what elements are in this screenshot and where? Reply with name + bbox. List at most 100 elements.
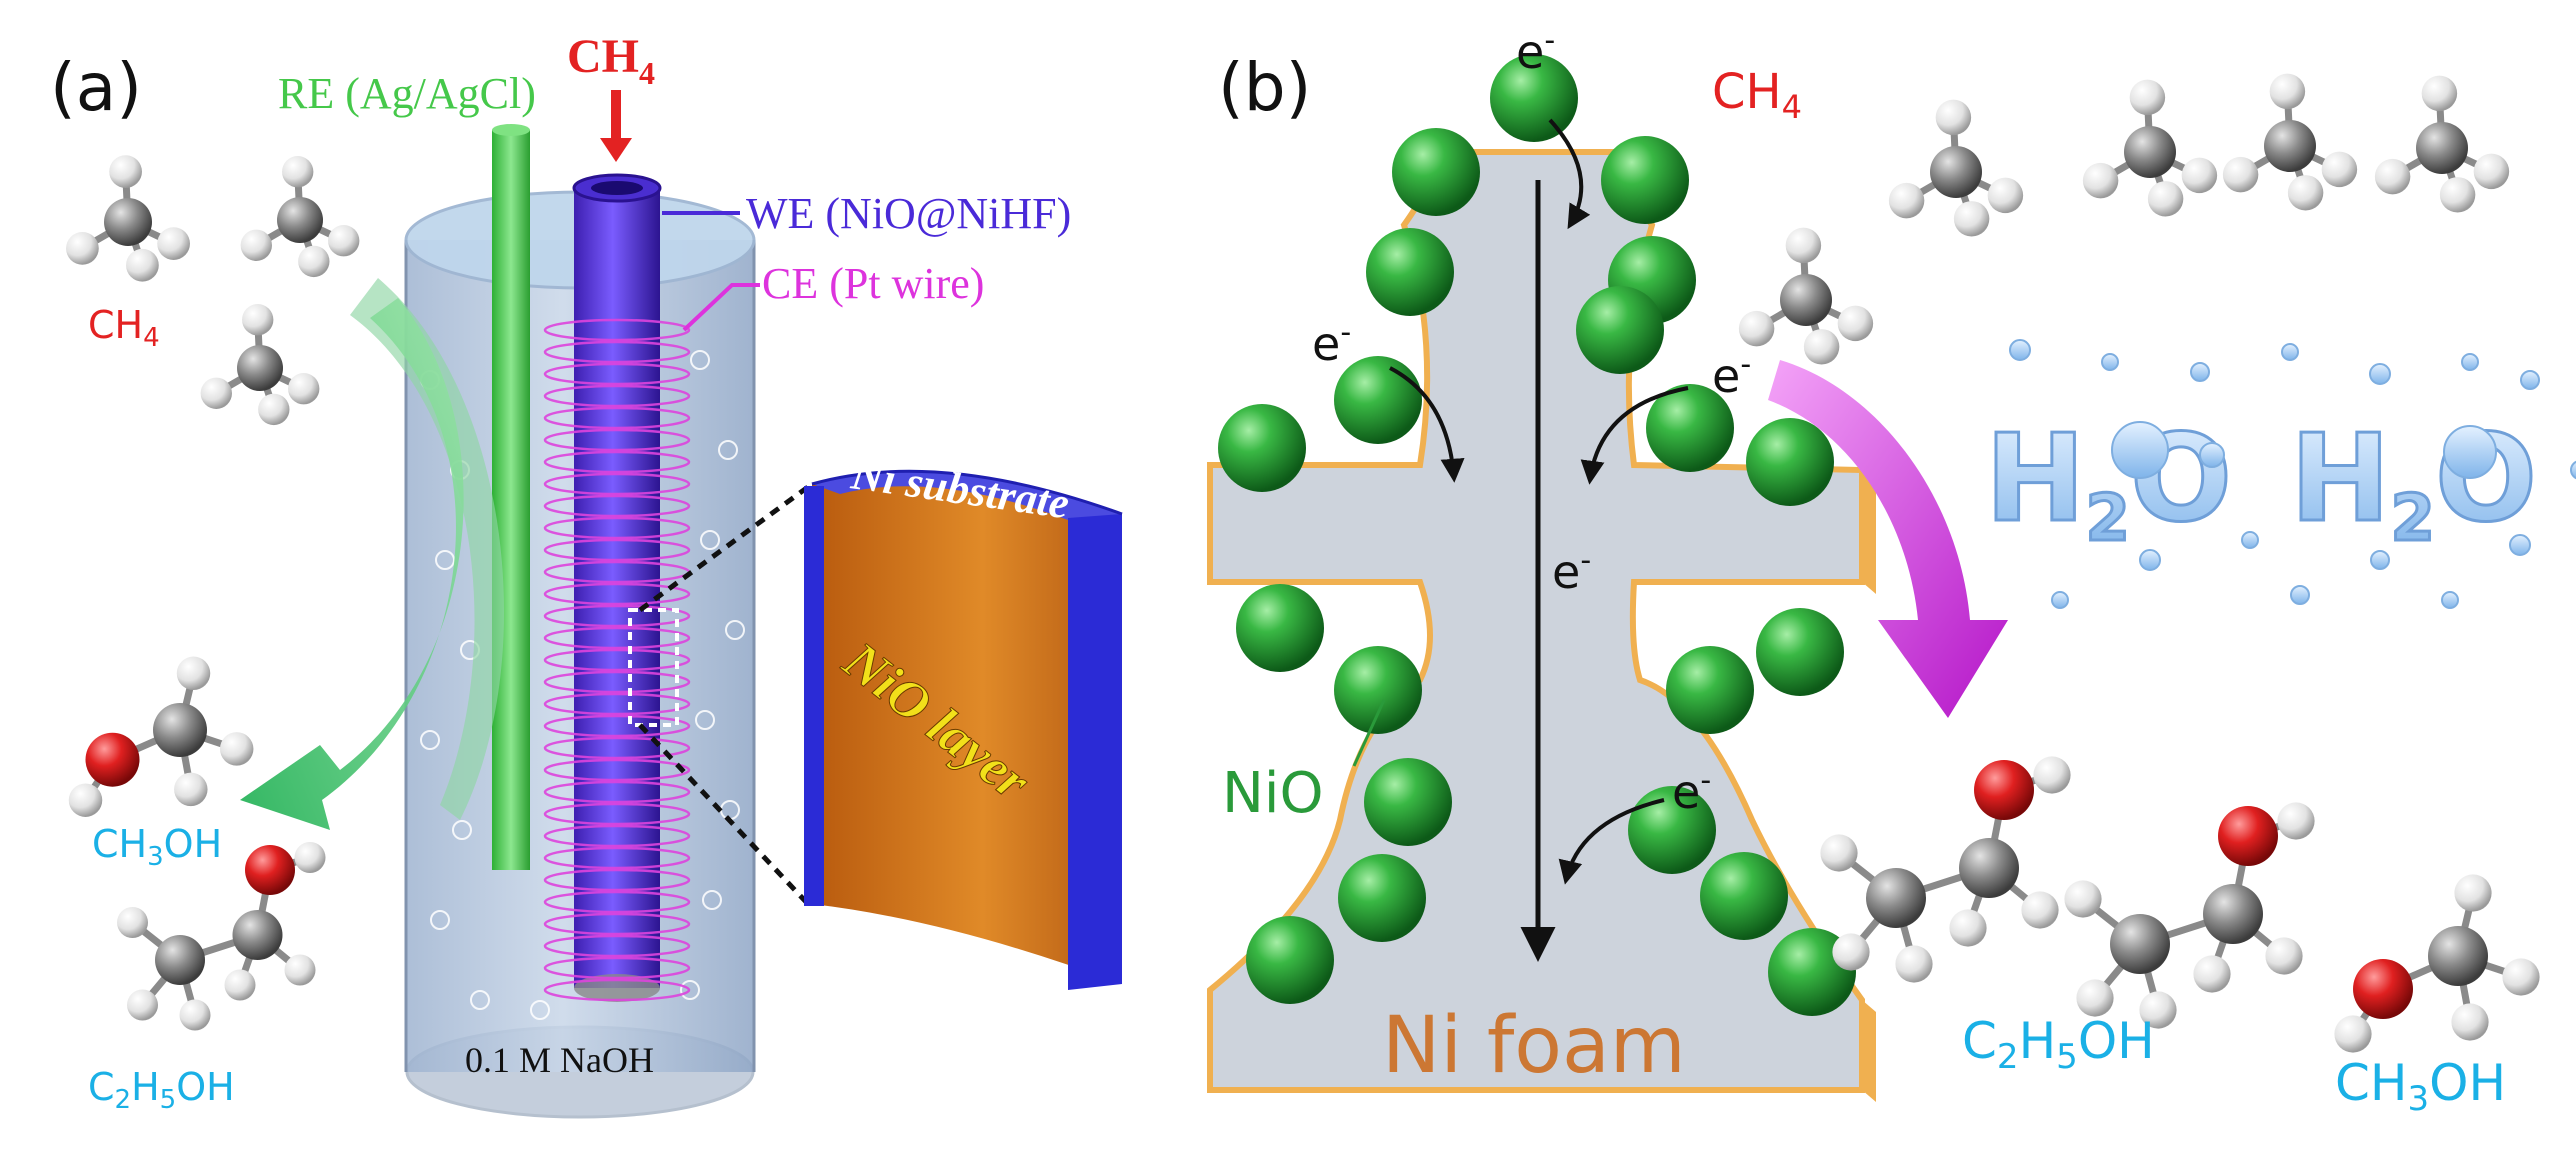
nio-sphere	[1666, 646, 1754, 734]
nio-sphere	[1236, 584, 1324, 672]
hydrogen-atom	[2287, 175, 2324, 211]
hydrogen-atom	[68, 783, 103, 817]
hydrogen-atom	[328, 225, 360, 257]
methane-molecule	[1738, 227, 1874, 365]
electron-labels: e- e- e- e- e-	[1312, 23, 1751, 819]
electrode-cross-section: Ni substrate NiO layer	[804, 449, 1123, 990]
hydrogen-atom	[258, 393, 290, 426]
hydrogen-atom	[2265, 937, 2303, 975]
hydrogen-atom	[298, 245, 330, 278]
carbon-atom	[104, 198, 152, 246]
conversion-arrow-magenta	[1768, 360, 2008, 718]
oxygen-atom	[245, 845, 295, 895]
coil-loop	[543, 626, 691, 650]
coil-loop	[543, 384, 691, 408]
carbon-atom	[237, 345, 283, 391]
hydrogen-atom	[2181, 157, 2218, 194]
electron-label-left: e-	[1312, 315, 1351, 371]
hydrogen-atom	[1935, 99, 1972, 136]
nio-sphere	[1334, 646, 1422, 734]
carbon-atom	[232, 910, 283, 960]
coil-loop	[543, 890, 691, 914]
hydrogen-atom	[2502, 958, 2540, 996]
hydrogen-atom	[242, 304, 274, 336]
coil-loop	[543, 450, 691, 474]
coil-loop	[543, 978, 691, 1002]
methane-molecule	[2082, 79, 2218, 217]
nio-sphere	[1628, 786, 1716, 874]
carbon-atom	[2416, 122, 2468, 174]
water-droplet	[2139, 549, 2161, 571]
hydrogen-atom	[1949, 909, 1987, 947]
hydrogen-atom	[127, 989, 158, 1021]
electron-arrow-right	[1580, 386, 1689, 485]
carbon-atom	[1780, 274, 1832, 326]
we-label: WE (NiO@NiHF)	[746, 189, 1071, 238]
bubble	[700, 530, 720, 550]
bubble	[718, 440, 738, 460]
hydrogen-atom	[2021, 891, 2059, 929]
re-label: RE (Ag/AgCl)	[278, 69, 536, 118]
nio-sphere	[1392, 128, 1480, 216]
nio-sphere	[1601, 136, 1689, 224]
carbon-atom	[1959, 838, 2019, 898]
bubble	[702, 890, 722, 910]
hydrogen-atom	[2222, 156, 2259, 193]
panel-b-ch4-label: CH4	[1712, 64, 1802, 126]
coil-loop	[543, 802, 691, 826]
hydrogen-atom	[2193, 955, 2231, 993]
coil-loop	[543, 956, 691, 980]
hydrogen-atom	[2129, 79, 2166, 116]
nio-nanoparticles	[1218, 54, 1856, 1016]
coil-loop	[543, 692, 691, 716]
bubble	[452, 820, 472, 840]
ethanol-molecule	[2064, 802, 2315, 1029]
bubble	[430, 910, 450, 930]
water-droplet	[2241, 531, 2259, 549]
bubble	[435, 550, 455, 570]
water-text-left: H2O	[1985, 410, 2232, 556]
electron-flow	[1389, 118, 1689, 962]
panel-b-molecules	[1738, 73, 2540, 1053]
ce-label: CE (Pt wire)	[762, 259, 984, 308]
hydrogen-atom	[2451, 1003, 2489, 1041]
ch4-inlet-label: CH4	[567, 30, 655, 91]
coil-loop	[543, 340, 691, 364]
ch4-inlet: CH4	[567, 30, 655, 162]
hydrogen-atom	[1738, 310, 1775, 347]
coil-loop	[543, 648, 691, 672]
water-droplet	[2369, 363, 2391, 385]
coil-loop	[543, 538, 691, 562]
zoom-connector-bottom	[638, 723, 810, 906]
electron-label-top: e-	[1516, 23, 1555, 79]
electron-arrow-left	[1389, 366, 1465, 483]
hydrogen-atom	[240, 229, 272, 261]
methane-molecule	[2222, 73, 2358, 211]
panel-a-ch4-label: CH4	[88, 303, 160, 353]
panel-a-molecules	[66, 155, 360, 1031]
methane-molecule	[240, 156, 360, 278]
bubble	[695, 710, 715, 730]
hydrogen-atom	[200, 377, 232, 409]
electron-arrow-top	[1548, 118, 1591, 230]
hydrogen-atom	[224, 969, 256, 1001]
nio-label: NiO	[1222, 761, 1324, 826]
hydrogen-atom	[1785, 227, 1822, 264]
oxygen-atom	[85, 732, 140, 787]
hydrogen-atom	[157, 227, 190, 260]
hydrogen-atom	[2277, 802, 2315, 840]
water-droplet	[2570, 460, 2576, 480]
water-droplet	[2443, 425, 2497, 479]
hydrogen-atom	[284, 954, 316, 986]
nio-sphere	[1756, 608, 1844, 696]
coil-loop	[543, 604, 691, 628]
panel-b-methanol-label: CH3OH	[2335, 1054, 2506, 1119]
water-droplet	[2190, 362, 2210, 382]
hydrogen-atom	[1895, 945, 1933, 983]
panel-a: (a) CH4 RE	[50, 30, 1123, 1119]
water-droplet	[2290, 585, 2310, 605]
nio-sphere	[1576, 286, 1664, 374]
oxygen-atom	[2218, 806, 2278, 866]
water-droplet	[2461, 353, 2479, 371]
